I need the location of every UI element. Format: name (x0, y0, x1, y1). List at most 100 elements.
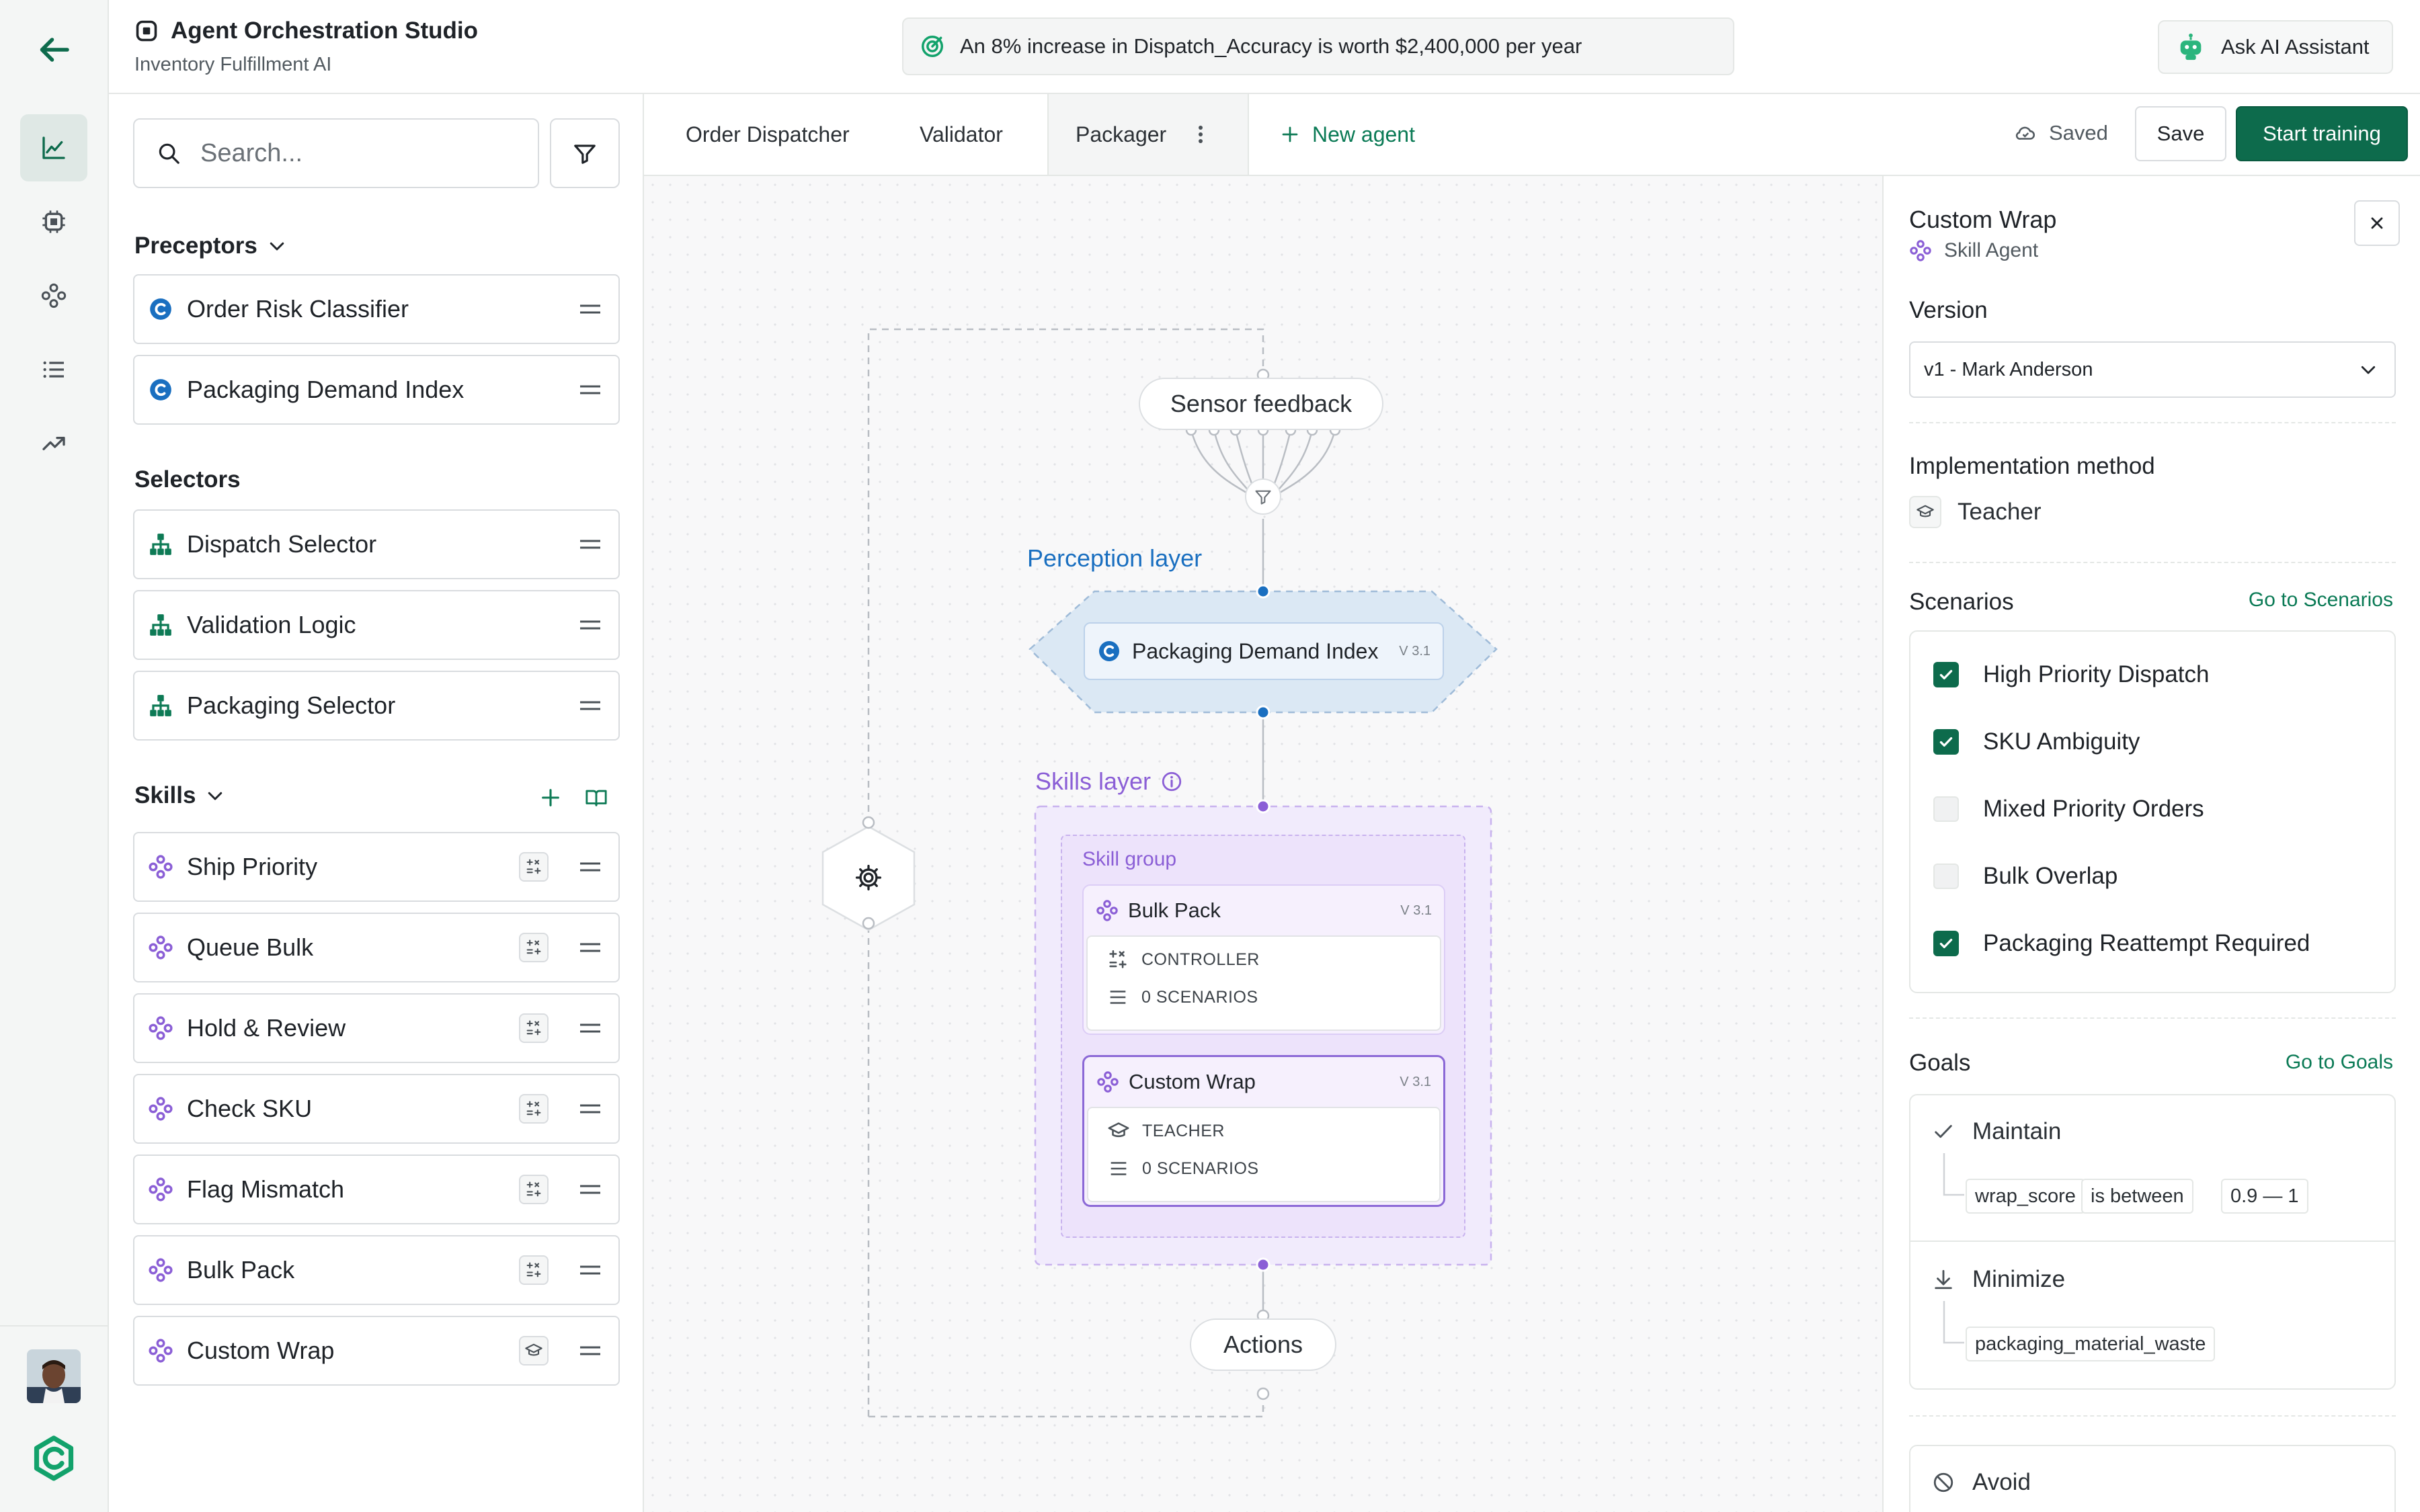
drag-handle-icon[interactable] (570, 860, 610, 874)
skill-library-book-icon[interactable] (585, 786, 608, 809)
scenario-item[interactable]: High Priority Dispatch (1933, 661, 2210, 688)
drag-handle-icon[interactable] (570, 1102, 610, 1116)
skill-card[interactable]: Ship Priority (133, 832, 620, 902)
search-box[interactable]: Search... (133, 118, 539, 188)
skills-header[interactable]: Skills (134, 782, 225, 809)
nav-analytics-icon[interactable] (20, 114, 87, 181)
skill-label: Bulk Pack (187, 1256, 295, 1284)
search-placeholder[interactable]: Search... (200, 138, 303, 167)
checkbox-checked[interactable] (1933, 662, 1959, 687)
start-training-button[interactable]: Start training (2236, 106, 2408, 161)
filter-button[interactable] (550, 118, 620, 188)
scenario-count: 0 SCENARIOS (1141, 987, 1258, 1007)
preceptor-card[interactable]: Packaging Demand Index (133, 355, 620, 425)
back-arrow-icon[interactable] (34, 30, 74, 70)
version-select[interactable]: v1 - Mark Anderson (1909, 341, 2396, 398)
new-agent-button[interactable]: New agent (1280, 94, 1441, 175)
divider (1909, 1017, 2396, 1019)
drag-handle-icon[interactable] (570, 302, 610, 316)
orchestrator-gear-icon[interactable] (854, 863, 883, 892)
chevron-down-icon (2361, 366, 2376, 374)
version-value: v1 - Mark Anderson (1924, 358, 2093, 380)
tab-order-dispatcher[interactable]: Order Dispatcher (686, 94, 860, 175)
goal-maintain[interactable]: Maintain (1932, 1118, 2061, 1145)
preceptor-card[interactable]: Order Risk Classifier (133, 274, 620, 344)
saved-label: Saved (2049, 121, 2108, 144)
drag-handle-icon[interactable] (570, 618, 610, 632)
controller-icon (519, 852, 549, 882)
add-skill-icon[interactable] (539, 786, 562, 809)
sensor-feedback-node[interactable]: Sensor feedback (1139, 378, 1383, 430)
skill-group[interactable]: Skill group Bulk Pack V 3.1 CONTROLLER 0… (1061, 835, 1465, 1238)
skill-card[interactable]: Hold & Review (133, 993, 620, 1063)
preceptors-header[interactable]: Preceptors (134, 233, 287, 259)
skill-label: Queue Bulk (187, 933, 314, 961)
perception-node-card[interactable]: Packaging Demand Index V 3.1 (1084, 622, 1444, 680)
goal-minimize[interactable]: Minimize (1932, 1266, 2065, 1293)
drag-handle-icon[interactable] (570, 1021, 610, 1035)
user-avatar[interactable] (27, 1349, 81, 1403)
app-chip-icon (134, 19, 159, 43)
arrow-down-icon (1935, 1269, 1952, 1290)
checkbox-unchecked[interactable] (1933, 796, 1959, 822)
save-button[interactable]: Save (2135, 106, 2226, 161)
goal-tree-connector (1943, 1301, 1964, 1344)
skill-icon (1096, 900, 1118, 921)
workflow-canvas[interactable]: Sensor feedback Perception layer Packagi… (644, 176, 1882, 1512)
nav-chip-icon[interactable] (20, 188, 87, 255)
scenario-item[interactable]: SKU Ambiguity (1933, 728, 2140, 755)
nav-trend-icon[interactable] (20, 410, 87, 477)
selector-card[interactable]: Validation Logic (133, 590, 620, 660)
skill-node-card-selected[interactable]: Custom Wrap V 3.1 TEACHER 0 SCENARIOS (1082, 1055, 1445, 1207)
scenario-item[interactable]: Packaging Reattempt Required (1933, 930, 2310, 957)
selector-tree-icon (150, 534, 171, 555)
controller-icon (519, 1094, 549, 1124)
skill-icon (149, 1177, 173, 1202)
tab-packager[interactable]: Packager (1047, 94, 1249, 175)
scenario-item[interactable]: Mixed Priority Orders (1933, 796, 2204, 823)
close-panel-button[interactable] (2354, 200, 2400, 246)
drag-handle-icon[interactable] (570, 941, 610, 954)
goal-avoid-header: Avoid (1932, 1469, 2031, 1496)
skill-card[interactable]: Custom Wrap (133, 1316, 620, 1386)
tab-label: Validator (920, 122, 1003, 146)
filter-node-icon[interactable] (1245, 478, 1281, 515)
goal-range-chip[interactable]: 0.9 — 1 (2221, 1179, 2308, 1214)
drag-handle-icon[interactable] (570, 699, 610, 712)
goal-metric-chip[interactable]: packaging_material_waste (1966, 1327, 2216, 1361)
checkbox-unchecked[interactable] (1933, 864, 1959, 889)
selector-card[interactable]: Packaging Selector (133, 671, 620, 741)
scenario-item[interactable]: Bulk Overlap (1933, 863, 2118, 890)
skill-card[interactable]: Flag Mismatch (133, 1154, 620, 1224)
goal-avoid[interactable]: Avoid (1909, 1445, 2396, 1512)
nav-skills-icon[interactable] (20, 262, 87, 329)
divider (1910, 1241, 2394, 1242)
goal-operator-chip[interactable]: is between (2081, 1179, 2193, 1214)
drag-handle-icon[interactable] (570, 1344, 610, 1357)
ask-ai-assistant-button[interactable]: Ask AI Assistant (2158, 20, 2393, 74)
method-label: TEACHER (1142, 1121, 1225, 1140)
go-to-scenarios-link[interactable]: Go to Scenarios (2248, 589, 2393, 611)
tab-validator[interactable]: Validator (920, 94, 1027, 175)
selectors-title: Selectors (134, 466, 241, 493)
drag-handle-icon[interactable] (570, 538, 610, 551)
nav-list-icon[interactable] (20, 336, 87, 403)
plus-icon (1282, 126, 1298, 142)
checkbox-checked[interactable] (1933, 931, 1959, 956)
drag-handle-icon[interactable] (570, 1263, 610, 1277)
go-to-goals-link[interactable]: Go to Goals (2285, 1051, 2393, 1073)
checkbox-checked[interactable] (1933, 729, 1959, 755)
selector-tree-icon (150, 695, 171, 716)
selector-card[interactable]: Dispatch Selector (133, 509, 620, 579)
drag-handle-icon[interactable] (570, 1183, 610, 1196)
goal-metric-chip[interactable]: wrap_score (1966, 1179, 2085, 1214)
list-icon (1111, 1162, 1127, 1175)
more-vertical-icon[interactable] (1197, 124, 1204, 145)
actions-node[interactable]: Actions (1190, 1318, 1336, 1371)
skill-card[interactable]: Queue Bulk (133, 913, 620, 982)
tab-label: Packager (1076, 122, 1167, 146)
skill-node-card[interactable]: Bulk Pack V 3.1 CONTROLLER 0 SCENARIOS (1082, 884, 1445, 1035)
skill-card[interactable]: Check SKU (133, 1074, 620, 1144)
drag-handle-icon[interactable] (570, 383, 610, 396)
skill-card[interactable]: Bulk Pack (133, 1235, 620, 1305)
